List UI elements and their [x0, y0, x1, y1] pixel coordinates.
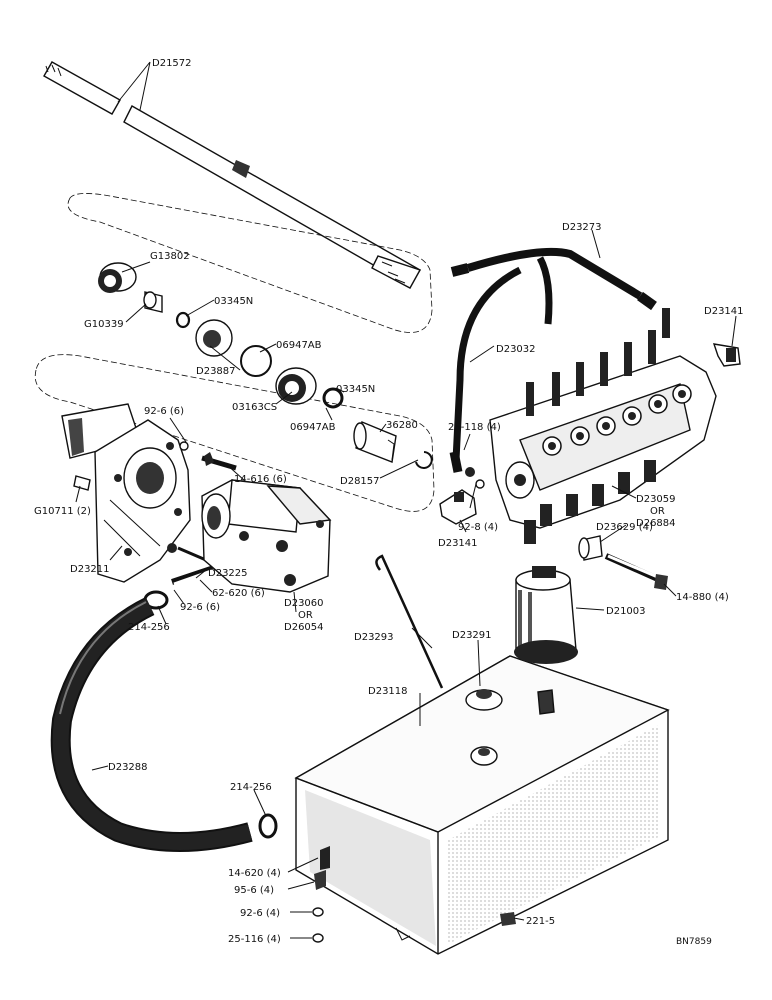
label-d23211: D23211: [70, 564, 110, 575]
label-d23291: D23291: [452, 630, 492, 641]
washer-92-6-4: [312, 907, 324, 917]
seal-d23887: [195, 319, 233, 357]
bolts-14-616: [179, 441, 237, 471]
label-d23225: D23225: [208, 568, 248, 579]
label-36280: 36280: [386, 420, 418, 431]
label-d21572: D21572: [152, 58, 192, 69]
label-95-6: 95-6 (4): [234, 885, 274, 896]
ring-06947ab-a: [240, 345, 272, 377]
dipstick-d23293: [375, 554, 444, 689]
label-or-2: OR: [650, 506, 665, 517]
label-214-256-lower: 214-256: [230, 782, 272, 793]
label-d26054: D26054: [284, 622, 324, 633]
snap-ring-03345n: [175, 311, 191, 329]
label-d23293: D23293: [354, 632, 394, 643]
label-62-620: 62-620 (6): [212, 588, 265, 599]
label-03345n-a: 03345N: [214, 296, 253, 307]
snap-ring-d28157: [415, 451, 433, 469]
label-d23288: D23288: [108, 762, 148, 773]
filler-cap-d23291: [465, 689, 503, 766]
label-bn7859: BN7859: [676, 937, 712, 947]
label-or-1: OR: [298, 610, 313, 621]
label-25-116: 25-116 (4): [228, 934, 281, 945]
elbow-fitting-d23141-left: [439, 489, 477, 525]
label-06947ab-a: 06947AB: [276, 340, 322, 351]
bushing-g10339: [143, 291, 163, 313]
suction-hose-d23288: [50, 597, 253, 852]
tie-bolt-14-880: [604, 553, 668, 590]
studs-62-620: [167, 543, 215, 586]
drive-shaft: [43, 61, 422, 289]
label-14-880: 14-880 (4): [676, 592, 729, 603]
part-labels: D21572 G13802 G10339 03345N D23887 06947…: [34, 58, 744, 947]
label-g10339: G10339: [84, 319, 124, 330]
label-14-620: 14-620 (4): [228, 868, 281, 879]
hydraulic-pump-d23060: [201, 479, 332, 593]
label-03163cs: 03163CS: [232, 402, 277, 413]
filter-d21003: [514, 566, 578, 664]
bearing-g13802: [98, 262, 137, 293]
label-g13802: G13802: [150, 251, 190, 262]
leader-lines: [75, 61, 737, 939]
label-d23141-right: D23141: [704, 306, 744, 317]
label-92-6-6-b: 92-6 (6): [180, 602, 220, 613]
label-d28157: D28157: [340, 476, 380, 487]
label-92-6-4: 92-6 (4): [240, 908, 280, 919]
hose-clamp-lower: [258, 813, 278, 839]
label-g10711: G10711 (2): [34, 506, 91, 517]
label-d23273: D23273: [562, 222, 602, 233]
tank-fitting: [537, 689, 555, 715]
label-d23032: D23032: [496, 344, 536, 355]
hose-d23032: [449, 266, 522, 473]
label-d23141-left: D23141: [438, 538, 478, 549]
label-d23060: D23060: [284, 598, 324, 609]
dowel-pin-g10711: [73, 475, 91, 491]
o-rings-25-118: [465, 467, 485, 489]
label-d23887: D23887: [196, 366, 236, 377]
snap-ring-03345n-b: [322, 387, 344, 409]
label-06947ab-b: 06947AB: [290, 422, 336, 433]
spacer-d23629: [578, 535, 603, 561]
label-221-5: 221-5: [526, 916, 555, 927]
hydraulic-tank-d23118: [294, 655, 670, 955]
nut-25-116: [312, 933, 324, 943]
elbow-fitting-d23141-right: [712, 343, 741, 367]
label-25-118: 25-118 (4): [448, 422, 501, 433]
label-214-256-upper: 214-256: [128, 622, 170, 633]
assembly-outline: [34, 193, 435, 512]
mounting-bolts-14-620: [314, 846, 330, 890]
hose-d23273: [450, 247, 657, 325]
label-d23629: D23629 (4): [596, 522, 653, 533]
bushing-36280: [353, 421, 397, 463]
label-92-8: 92-8 (4): [458, 522, 498, 533]
bearing-03163cs: [275, 367, 317, 405]
drain-plug-221-5: [500, 912, 516, 926]
label-14-616: 14-616 (6): [234, 474, 287, 485]
label-d21003: D21003: [606, 606, 646, 617]
label-d23059: D23059: [636, 494, 676, 505]
label-03345n-b: 03345N: [336, 384, 375, 395]
label-92-6-6-a: 92-6 (6): [144, 406, 184, 417]
label-d26884: D26884: [636, 518, 676, 529]
control-valve-d23059: [489, 308, 717, 544]
label-d23118: D23118: [368, 686, 408, 697]
pump-housing-d23211: [61, 403, 191, 583]
